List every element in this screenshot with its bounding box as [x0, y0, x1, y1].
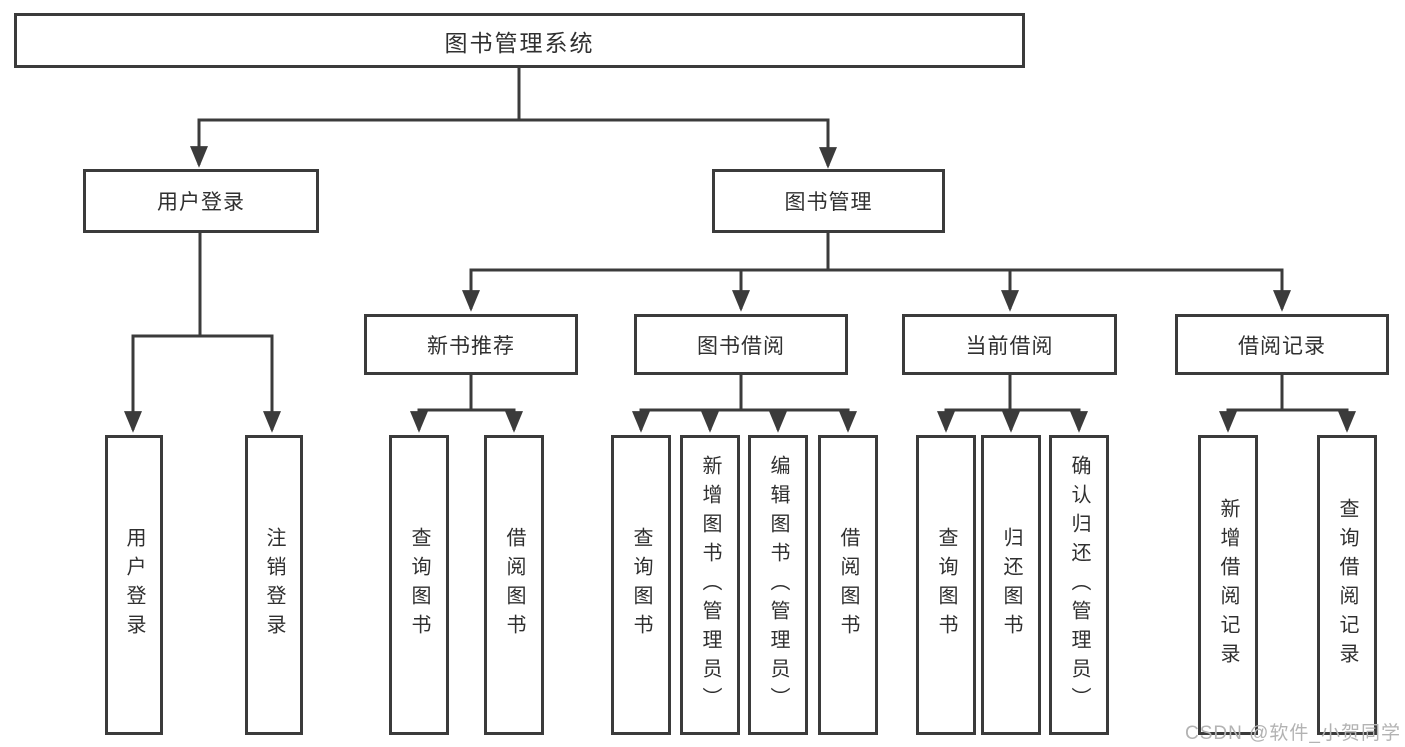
node-label: 归还图书 [1000, 527, 1022, 643]
node-label: 注销登录 [263, 527, 285, 643]
csdn-watermark: CSDN @软件_小贺同学 [1185, 723, 1401, 744]
node-current-confirm-return-admin: 确认归还（管理员） [1049, 435, 1109, 735]
node-user-login: 用户登录 [83, 169, 319, 233]
node-root: 图书管理系统 [14, 13, 1025, 68]
node-label: 查询图书 [630, 527, 652, 643]
node-label: 图书借阅 [697, 334, 785, 358]
node-label: 借阅记录 [1238, 334, 1326, 358]
node-book-management: 图书管理 [712, 169, 945, 233]
node-label: 查询图书 [408, 527, 430, 643]
node-borrow-records: 借阅记录 [1175, 314, 1389, 375]
node-label: 编辑图书（管理员） [767, 454, 789, 716]
node-current-borrow: 当前借阅 [902, 314, 1117, 375]
node-label: 用户登录 [157, 191, 245, 214]
node-current-query-books: 查询图书 [916, 435, 976, 735]
node-records-add: 新增借阅记录 [1198, 435, 1258, 735]
node-user-login-leaf: 用户登录 [105, 435, 163, 735]
node-new-book-recommend: 新书推荐 [364, 314, 578, 375]
node-label: 查询借阅记录 [1336, 498, 1358, 672]
node-rec-borrow-books: 借阅图书 [484, 435, 544, 735]
node-label: 新书推荐 [427, 334, 515, 358]
node-label: 新增图书（管理员） [699, 454, 721, 716]
node-borrow-add-books-admin: 新增图书（管理员） [680, 435, 740, 735]
node-label: 借阅图书 [503, 527, 525, 643]
node-logout: 注销登录 [245, 435, 303, 735]
node-label: 借阅图书 [837, 527, 859, 643]
node-borrow-edit-books-admin: 编辑图书（管理员） [748, 435, 808, 735]
node-borrow-borrow-books: 借阅图书 [818, 435, 878, 735]
node-borrow-query-books: 查询图书 [611, 435, 671, 735]
node-label: 当前借阅 [965, 334, 1054, 358]
node-label: 新增借阅记录 [1217, 498, 1239, 672]
node-label: 用户登录 [123, 527, 145, 643]
node-records-query: 查询借阅记录 [1317, 435, 1377, 735]
node-label: 查询图书 [935, 527, 957, 643]
node-label: 确认归还（管理员） [1068, 454, 1090, 716]
node-book-borrow: 图书借阅 [634, 314, 848, 375]
node-label: 图书管理系统 [444, 29, 595, 56]
node-current-return-books: 归还图书 [981, 435, 1041, 735]
node-rec-query-books: 查询图书 [389, 435, 449, 735]
node-label: 图书管理 [784, 191, 873, 214]
